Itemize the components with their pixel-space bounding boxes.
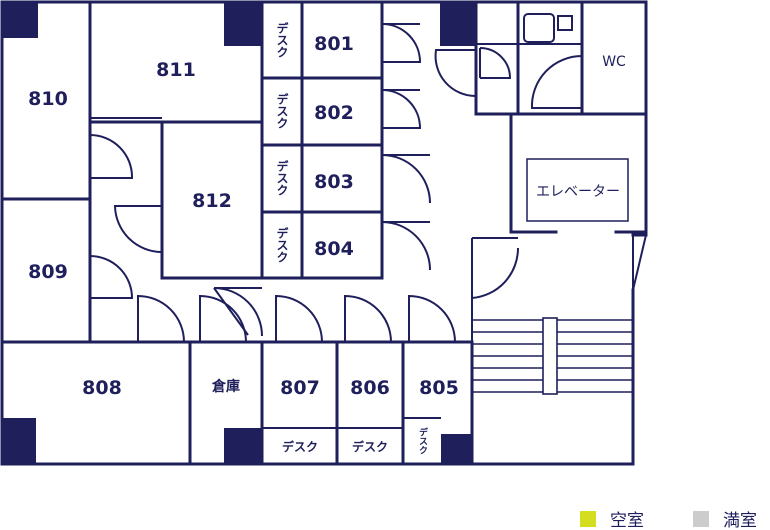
room-810-label: 810 (28, 88, 68, 110)
elevator-wall (509, 112, 558, 234)
door-806 (344, 294, 392, 343)
wall (632, 234, 647, 291)
room-806-label: 806 (350, 377, 390, 399)
door-storage-swing (213, 287, 263, 337)
storage-label: 倉庫 (211, 378, 240, 395)
door-wc-booth (479, 47, 512, 79)
legend: 空室 満室 (580, 511, 757, 530)
desk-804-label: デスク (275, 226, 289, 263)
elevator-car (526, 158, 629, 222)
legend-vacant-label: 空室 (610, 511, 644, 530)
door-wc (434, 49, 477, 98)
door-807 (275, 294, 323, 343)
door-804 (381, 221, 431, 271)
elevator-label: エレベーター (536, 184, 620, 200)
door-809 (89, 255, 134, 299)
desk-labels: デスク デスク デスク デスク デスク デスク デスク (275, 21, 428, 455)
room-804-label: 804 (314, 238, 354, 260)
outer-wall (0, 0, 635, 466)
room-801-label: 801 (314, 33, 354, 55)
door-storage (199, 294, 247, 343)
door-810 (89, 134, 134, 179)
room-805-label: 805 (419, 377, 459, 399)
desk-805-label: デスク (417, 426, 428, 454)
door-805 (408, 294, 456, 343)
pillar (2, 2, 38, 38)
door-wc-right (530, 55, 583, 109)
room-812-label: 812 (192, 190, 232, 212)
room-803-label: 803 (314, 171, 354, 193)
door-802 (381, 89, 422, 129)
pillar (224, 2, 262, 46)
desk-801-label: デスク (275, 21, 289, 58)
room-809-label: 809 (28, 261, 68, 283)
desk-803-label: デスク (275, 159, 289, 196)
room-807-label: 807 (280, 377, 320, 399)
legend-occupied-swatch (693, 511, 709, 527)
pillar (2, 418, 36, 464)
staircase-icon (472, 317, 633, 395)
outer-wall (0, 0, 648, 237)
door-stair (471, 237, 520, 300)
desk-807-label: デスク (282, 439, 318, 454)
fixtures (523, 13, 629, 222)
wc-label: WC (602, 54, 626, 70)
toilet-icon (557, 15, 573, 31)
room-802-label: 802 (314, 102, 354, 124)
pillars (2, 2, 476, 464)
room-labels: 810 811 812 809 808 801 802 803 804 807 … (28, 33, 626, 399)
door-801 (381, 23, 422, 63)
door-803 (381, 154, 431, 204)
doors (89, 23, 583, 343)
legend-occupied-label: 満室 (723, 511, 757, 530)
pillar (440, 2, 476, 46)
room-808-label: 808 (82, 377, 122, 399)
desk-806-label: デスク (352, 439, 388, 454)
room-811-label: 811 (156, 59, 196, 81)
desk-802-label: デスク (275, 92, 289, 129)
legend-vacant-swatch (580, 511, 596, 527)
door-808 (137, 294, 185, 343)
pillar (224, 428, 262, 464)
sink-icon (523, 13, 555, 43)
pillar (441, 434, 471, 464)
door-812 (113, 205, 163, 253)
